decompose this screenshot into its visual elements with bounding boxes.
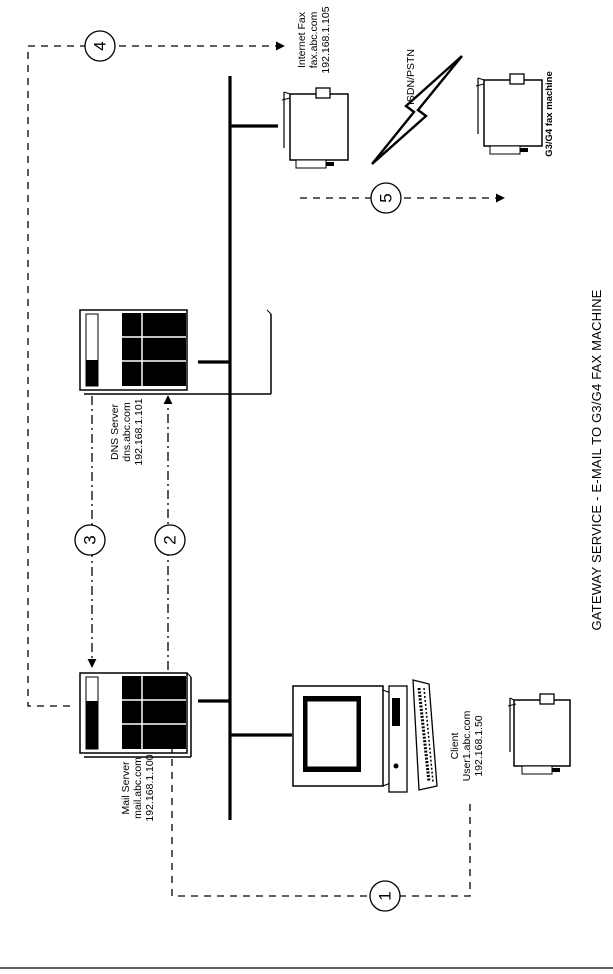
step-4-badge: 4: [84, 30, 116, 62]
dns-server-icon: [79, 309, 272, 395]
client-printer-icon: [507, 693, 571, 775]
svg-text:2: 2: [161, 535, 180, 544]
svg-text:192.168.1.101: 192.168.1.101: [133, 398, 145, 465]
svg-text:mail.abc.com: mail.abc.com: [132, 757, 144, 819]
lan-backbone: [198, 76, 292, 820]
svg-text:5: 5: [377, 193, 396, 202]
step-1-badge: 1: [369, 880, 401, 912]
svg-text:Mail Server: Mail Server: [120, 761, 132, 815]
isdn-label: ISDN/PSTN: [405, 49, 417, 105]
svg-text:192.168.1.105: 192.168.1.105: [320, 6, 332, 73]
client-computer-icon: [292, 679, 438, 793]
svg-text:ISDN/PSTN: ISDN/PSTN: [405, 49, 417, 105]
mail-server-label: Mail Server mail.abc.com 192.168.1.100: [120, 754, 156, 821]
internet-fax-icon: [281, 87, 349, 169]
svg-text:dns.abc.com: dns.abc.com: [121, 402, 133, 462]
svg-text:192.168.1.50: 192.168.1.50: [473, 715, 485, 776]
g3-fax-label: G3/G4 fax machine: [544, 71, 555, 157]
lightning-bolt-icon: [371, 55, 463, 165]
g3-fax-machine-icon: [475, 73, 543, 155]
svg-text:DNS Server: DNS Server: [109, 403, 121, 460]
svg-text:User1.abc.com: User1.abc.com: [461, 710, 473, 781]
step-3-badge: 3: [74, 524, 106, 556]
internet-fax-label: Internet Fax fax.abc.com 192.168.1.105: [296, 6, 332, 73]
svg-text:Internet Fax: Internet Fax: [296, 11, 308, 68]
svg-text:GATEWAY SERVICE - E-MAIL TO G3: GATEWAY SERVICE - E-MAIL TO G3/G4 FAX MA…: [589, 289, 604, 630]
mail-server-icon: [79, 672, 192, 758]
svg-text:fax.abc.com: fax.abc.com: [308, 11, 320, 68]
client-label: Client User1.abc.com 192.168.1.50: [449, 710, 485, 781]
dns-server-label: DNS Server dns.abc.com 192.168.1.101: [109, 398, 145, 465]
svg-text:3: 3: [81, 535, 100, 544]
svg-text:Client: Client: [449, 733, 461, 760]
svg-text:192.168.1.100: 192.168.1.100: [144, 754, 156, 821]
svg-text:G3/G4 fax machine: G3/G4 fax machine: [544, 71, 555, 157]
diagram-title: GATEWAY SERVICE - E-MAIL TO G3/G4 FAX MA…: [589, 289, 604, 630]
step-5-badge: 5: [370, 182, 402, 214]
step-2-badge: 2: [154, 524, 186, 556]
svg-text:4: 4: [91, 41, 110, 50]
svg-text:1: 1: [376, 891, 395, 900]
